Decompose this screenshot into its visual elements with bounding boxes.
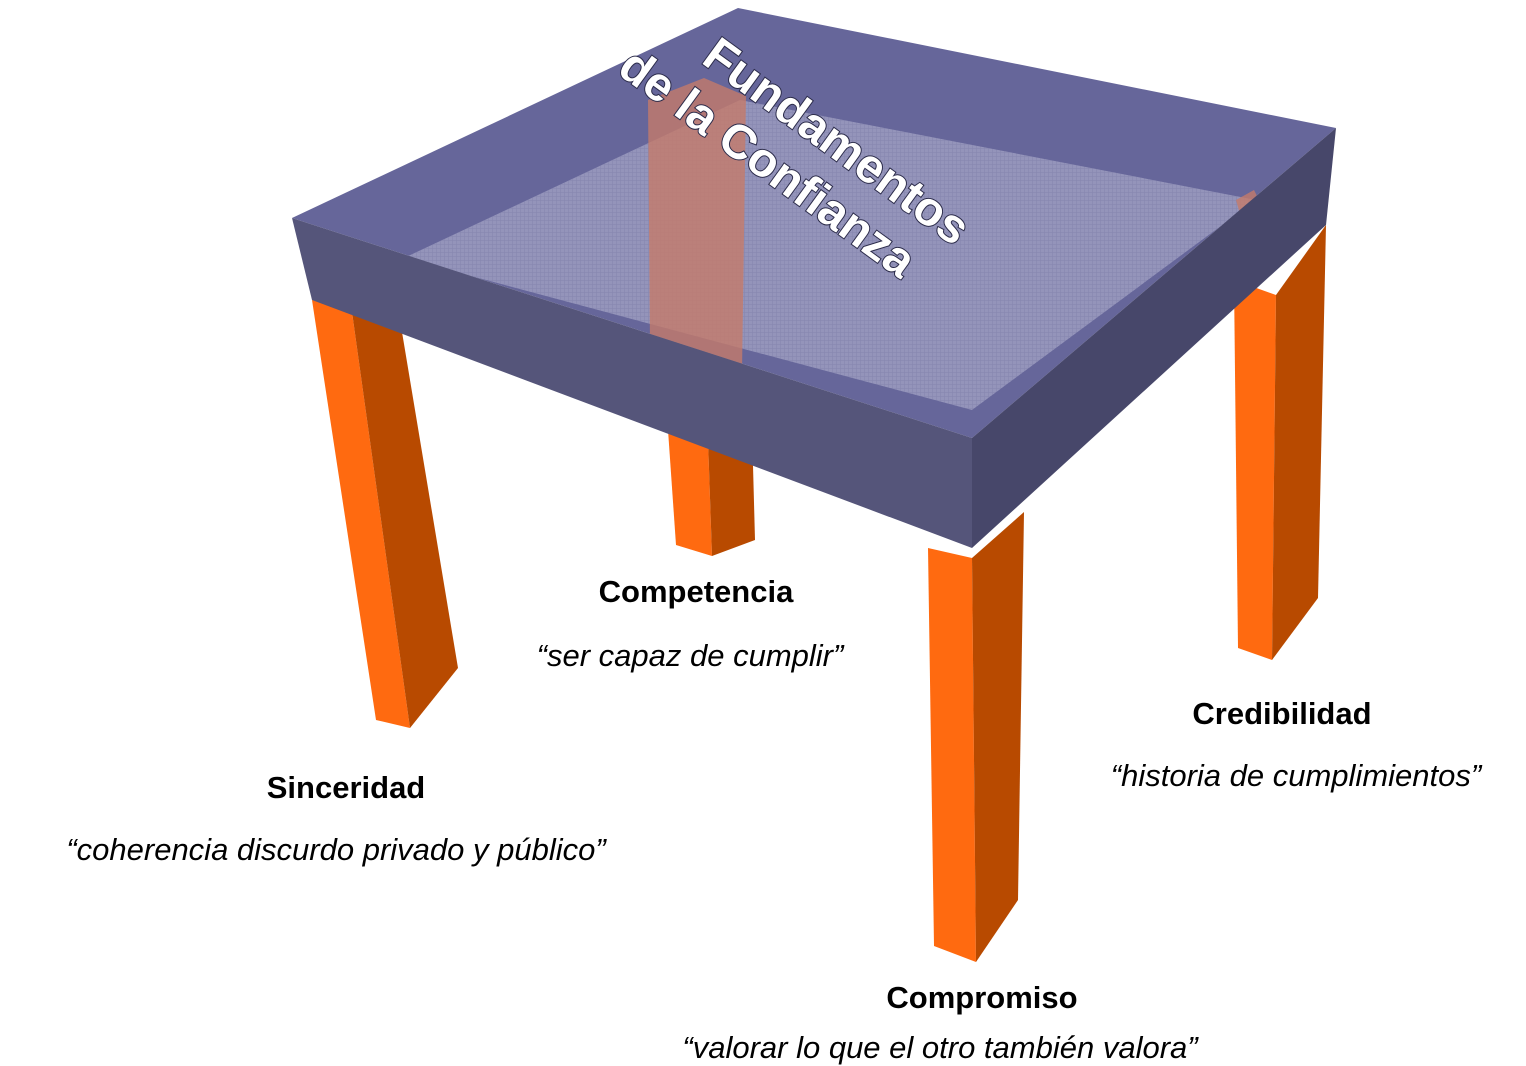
label-credibilidad-name: Credibilidad	[1192, 696, 1371, 731]
label-competencia-name: Competencia	[599, 574, 794, 609]
label-sinceridad-name: Sinceridad	[267, 770, 426, 805]
label-competencia-desc: “ser capaz de cumplir”	[537, 638, 845, 673]
label-credibilidad-desc: “historia de cumplimientos”	[1111, 758, 1483, 793]
leg-compromiso	[928, 512, 1024, 962]
leg-sinceridad	[312, 300, 458, 728]
table-top-glass	[404, 100, 1256, 410]
label-compromiso-name: Compromiso	[886, 980, 1077, 1015]
label-compromiso-desc: “valorar lo que el otro también valora”	[682, 1030, 1199, 1065]
table-front-edge	[292, 218, 972, 548]
label-sinceridad-desc: “coherencia discurdo privado y público”	[66, 832, 607, 867]
table-side-edge	[972, 128, 1336, 548]
leg-competencia-upper	[648, 78, 746, 372]
leg-credibilidad	[1234, 225, 1326, 660]
